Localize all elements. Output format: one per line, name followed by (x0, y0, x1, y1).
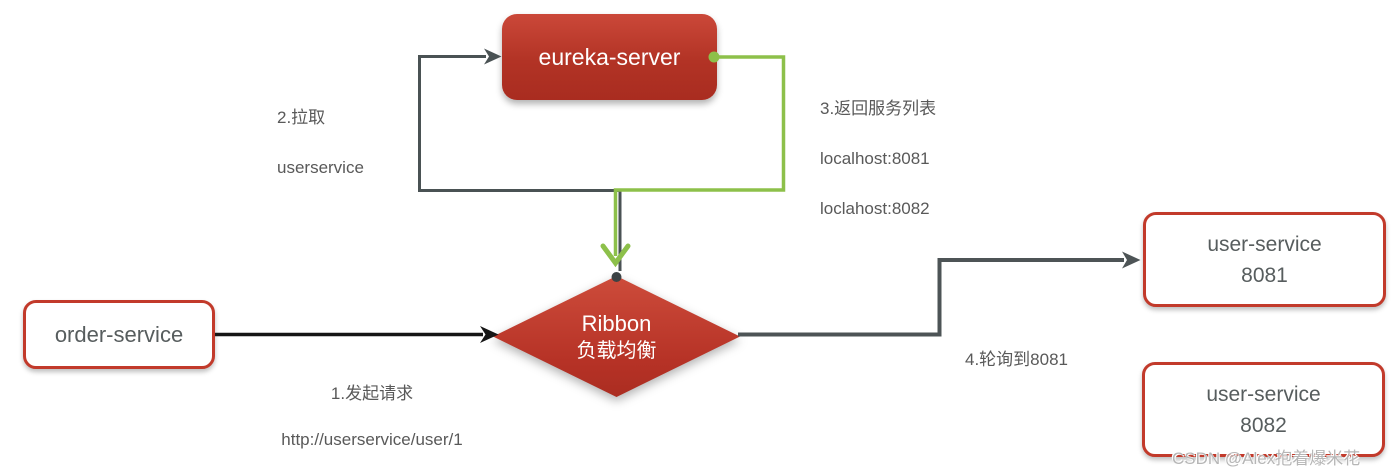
annotation-step3-line1: 3.返回服务列表 (820, 99, 937, 118)
ribbon-node-wrapper: Ribbon 负载均衡 (493, 276, 740, 397)
ribbon-load-balancer-node: Ribbon 负载均衡 (493, 276, 740, 397)
order-service-node: order-service (23, 300, 215, 369)
annotation-step1-line1: 1.发起请求 (330, 384, 414, 403)
annotation-step1-line2: http://userservice/user/1 (281, 430, 463, 449)
green-arrowhead-down (600, 243, 631, 268)
annotation-step3-line2: localhost:8081 (820, 149, 930, 168)
arrow-step1-request (215, 326, 499, 343)
csdn-watermark: CSDN @Alex抱着爆米花 (1172, 449, 1361, 468)
annotation-step3-line3: loclahost:8082 (820, 199, 930, 218)
user-service-8081-port: 8081 (1241, 263, 1288, 287)
eureka-server-label: eureka-server (538, 43, 681, 70)
ribbon-subtitle: 负载均衡 (576, 339, 657, 362)
user-service-8082-port: 8082 (1240, 413, 1287, 437)
user-service-8082-node: user-service 8082 (1142, 362, 1385, 457)
annotation-step2-line2: userservice (277, 158, 364, 177)
user-service-8082-name: user-service (1206, 382, 1321, 406)
user-service-8081-node: user-service 8081 (1143, 212, 1386, 307)
user-service-8081-name: user-service (1207, 232, 1322, 256)
annotation-step1-request: 1.发起请求 http://userservice/user/1 (238, 359, 506, 473)
arrowhead-into-user8081 (1122, 251, 1141, 269)
ribbon-title: Ribbon (581, 310, 652, 336)
order-service-label: order-service (54, 321, 184, 347)
annotation-step4-round-robin: 4.轮询到8081 (965, 350, 1068, 369)
eureka-server-node: eureka-server (502, 14, 717, 100)
arrowhead-into-eureka (484, 48, 502, 65)
annotation-step3-return-service-list: 3.返回服务列表 localhost:8081 loclahost:8082 (820, 71, 936, 246)
arrow-step4-roundrobin (738, 251, 1141, 337)
annotation-step2-pull-userservice: 2.拉取 userservice (277, 80, 364, 205)
annotation-step2-line1: 2.拉取 (277, 108, 326, 127)
